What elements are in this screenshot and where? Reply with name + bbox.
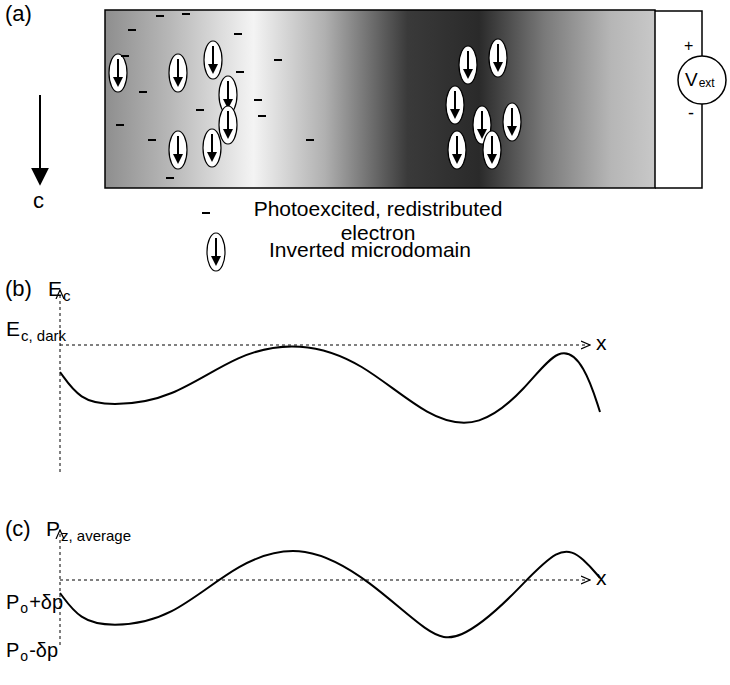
label: -δp: [29, 640, 58, 660]
label: x: [596, 567, 607, 588]
label: +δp: [29, 592, 63, 612]
label: +: [684, 38, 693, 54]
inverted-microdomain: [109, 54, 127, 92]
x-axis: [60, 580, 590, 581]
electron-sample: [202, 212, 210, 214]
label: (c): [5, 518, 31, 540]
label: ext: [699, 77, 715, 89]
label: c: [63, 288, 71, 303]
label: o: [20, 601, 28, 615]
inverted-microdomain: [219, 106, 237, 144]
voltage-source: [678, 56, 726, 104]
label: x: [596, 332, 607, 353]
inverted-microdomain: [446, 86, 464, 124]
inverted-microdomain: [203, 129, 221, 167]
label: P: [46, 518, 60, 539]
inverted-microdomain: [204, 41, 222, 79]
crystal: [105, 10, 655, 188]
label: c: [33, 190, 44, 212]
label: c, dark: [21, 328, 66, 343]
electrons: [116, 14, 314, 178]
y-axis: [60, 530, 61, 645]
label: o: [20, 649, 28, 663]
label: E: [48, 278, 62, 299]
microdomains: [109, 39, 521, 169]
label: -: [688, 104, 694, 122]
inverted-microdomain: [483, 131, 501, 169]
inverted-microdomain: [459, 46, 477, 84]
inverted-microdomain: [489, 39, 507, 77]
label: (b): [5, 278, 32, 300]
label: P: [6, 592, 19, 612]
c-axis-arrow: [39, 95, 41, 184]
inverted-microdomain: [448, 131, 466, 169]
pz-curve: [60, 551, 600, 637]
y-axis: [60, 290, 61, 472]
label: E: [6, 318, 20, 339]
x-axis: [60, 345, 590, 346]
inverted-microdomain: [169, 131, 187, 169]
inverted-microdomain: [503, 103, 521, 141]
label: (a): [5, 3, 32, 25]
legend-text: Inverted microdomain: [250, 238, 490, 262]
inverted-microdomain: [169, 54, 187, 92]
inverted-microdomain: [207, 233, 225, 271]
label: V: [685, 70, 698, 89]
label: z, average: [61, 528, 131, 543]
ec-curve: [60, 346, 600, 422]
microdomain-sample: [207, 233, 225, 271]
label: P: [6, 640, 19, 660]
